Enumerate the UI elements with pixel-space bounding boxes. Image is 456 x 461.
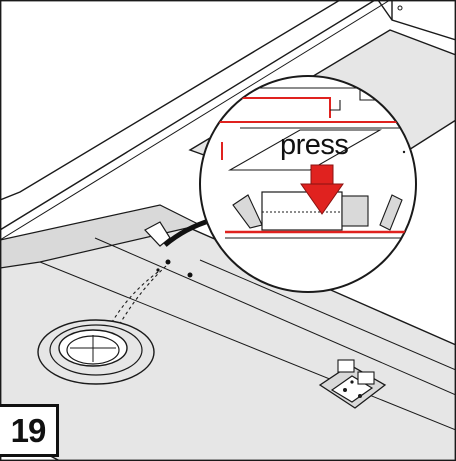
hinge-bracket: [318, 359, 387, 409]
door-groove-line: [39, 261, 456, 431]
detail-dot-2: [402, 150, 406, 154]
detail-slope: [227, 129, 383, 171]
counter-front-edge: [0, 0, 376, 231]
screw-hole: [397, 5, 403, 11]
detail-step: [330, 100, 341, 111]
counter-lower-edge: [0, 0, 391, 241]
hole-3: [156, 268, 160, 272]
magnified-detail: [199, 75, 417, 293]
step-number: 19: [10, 411, 47, 449]
door-groove-line-3: [199, 259, 456, 371]
press-arrow-icon: [300, 164, 344, 215]
latch-right-block: [341, 195, 369, 227]
step-badge: 19: [0, 404, 59, 457]
door-groove-line-2: [94, 237, 456, 396]
counter-panel: [0, 0, 342, 201]
door-rim: [0, 204, 202, 269]
hole-2: [187, 272, 193, 278]
detail-top-red: [215, 97, 331, 118]
latch-right-tab: [379, 194, 403, 231]
press-label: press: [280, 129, 349, 161]
hole-1: [165, 259, 171, 265]
